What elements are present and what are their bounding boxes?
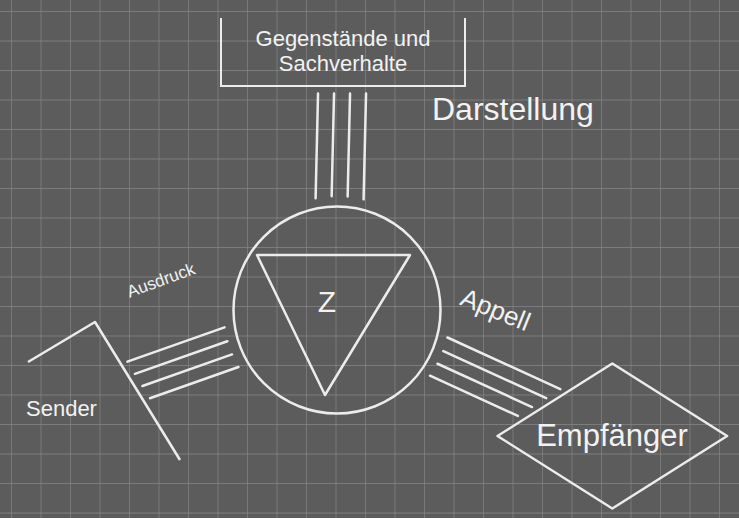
node-text: Z — [318, 285, 336, 320]
organon-figure — [232, 205, 442, 415]
chalk-connector — [430, 338, 560, 416]
sign-circle: Z — [232, 205, 442, 415]
function-label: Darstellung — [432, 92, 594, 127]
organon-triangle — [257, 255, 410, 395]
sender-outline — [18, 320, 188, 465]
receiver-edge — [497, 364, 727, 509]
node-text: Empfänger — [536, 418, 688, 454]
chalk-connector — [316, 94, 366, 200]
node-text: Gegenstände und Sachverhalte — [238, 26, 448, 77]
chalk-connector — [127, 327, 238, 398]
sender-edge — [28, 322, 180, 460]
receiver-diamond: Empfänger — [496, 362, 729, 510]
node-text: Sender — [26, 396, 188, 421]
function-label: Appell — [457, 283, 535, 337]
organon-circle — [234, 207, 441, 414]
function-label: Ausdruck — [125, 260, 198, 302]
bracket-box: Gegenstände und Sachverhalte — [220, 18, 466, 87]
sender-box: Sender — [18, 320, 188, 465]
